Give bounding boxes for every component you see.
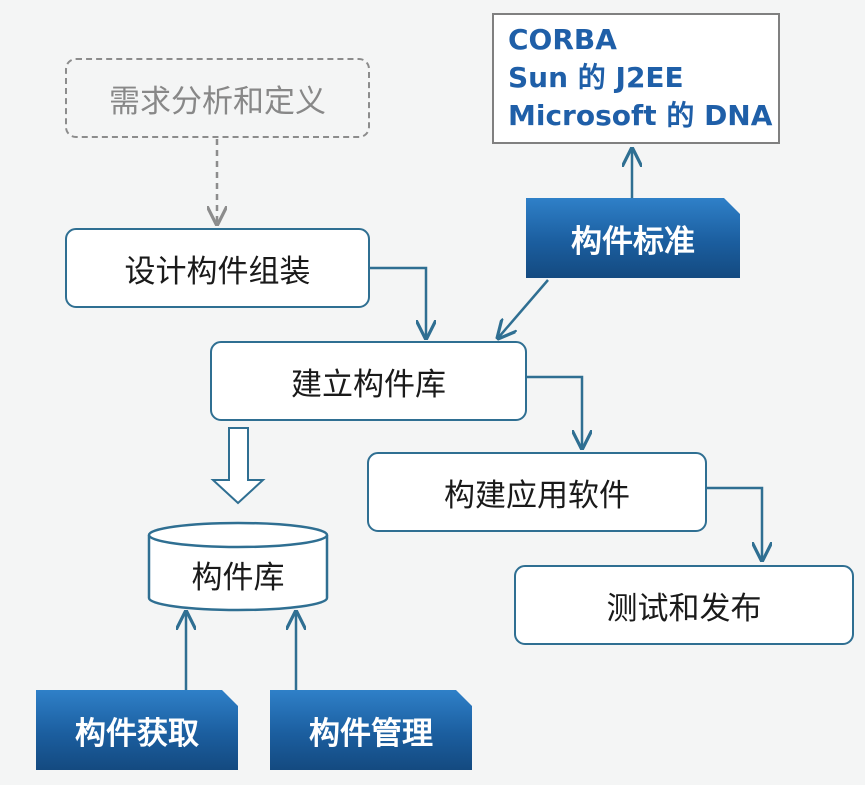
build-application-label: 构建应用软件 <box>444 477 630 514</box>
design-assembly-box: 设计构件组装 <box>65 228 370 308</box>
component-library-text: 构件库 <box>191 559 285 596</box>
requirements-box: 需求分析和定义 <box>65 58 370 138</box>
component-manage-tag: 构件管理 <box>270 690 472 770</box>
standard-item-corba: CORBA <box>508 23 617 56</box>
arrow-design-to-library <box>369 266 426 338</box>
standard-item-j2ee: Sun 的 J2EE <box>508 61 684 94</box>
build-application-box: 构建应用软件 <box>367 452 707 532</box>
arrow-standard-to-library <box>498 279 549 338</box>
standards-box: CORBA Sun 的 J2EE Microsoft 的 DNA <box>492 13 780 144</box>
component-library-label: 构件库 <box>149 548 327 600</box>
test-release-label: 测试和发布 <box>606 590 762 627</box>
build-library-label: 建立构件库 <box>291 366 446 403</box>
component-standard-label: 构件标准 <box>571 223 695 260</box>
component-standard-tag: 构件标准 <box>526 198 740 278</box>
hollow-arrow-to-component-library <box>210 427 266 505</box>
component-manage-label: 构件管理 <box>309 715 433 752</box>
arrow-application-to-release <box>706 486 762 560</box>
test-release-box: 测试和发布 <box>514 565 854 645</box>
requirements-label: 需求分析和定义 <box>109 83 326 120</box>
arrow-library-to-application <box>526 375 582 448</box>
design-assembly-label: 设计构件组装 <box>124 253 311 290</box>
component-library-cylinder <box>147 521 329 612</box>
component-acquire-label: 构件获取 <box>75 715 199 752</box>
build-library-box: 建立构件库 <box>210 341 527 421</box>
standard-item-dna: Microsoft 的 DNA <box>508 99 773 132</box>
component-acquire-tag: 构件获取 <box>36 690 238 770</box>
